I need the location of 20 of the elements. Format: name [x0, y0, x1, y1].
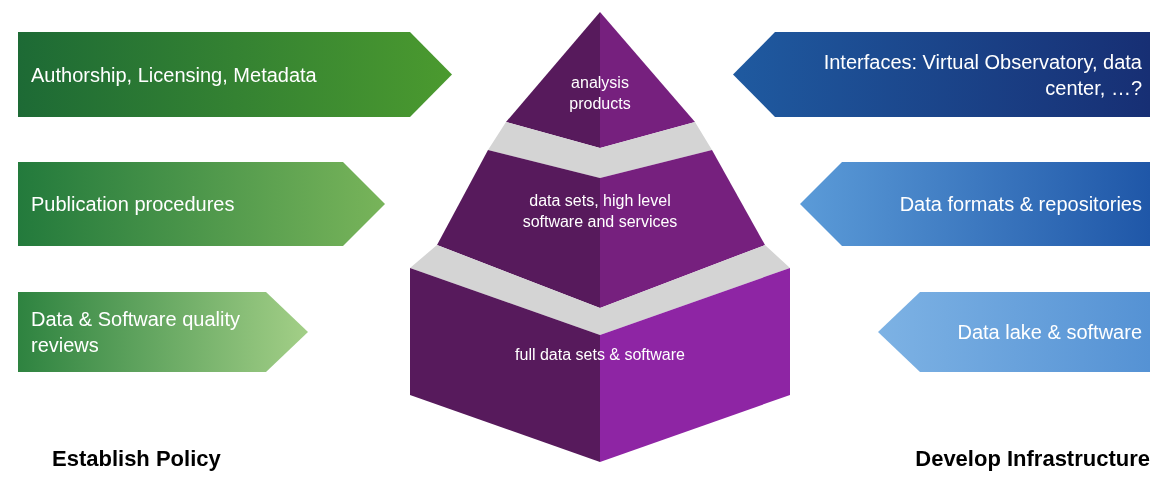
banner-text: Publication procedures	[31, 192, 235, 217]
section-heading: Develop Infrastructure	[915, 446, 1150, 472]
tier-text: analysis products	[568, 73, 632, 114]
pyramid-tier	[410, 245, 790, 462]
pyramid-tier	[437, 122, 765, 308]
arrow-banner	[18, 32, 452, 117]
banner-text: Authorship, Licensing, Metadata	[31, 62, 317, 88]
arrow-banner	[18, 292, 308, 372]
banner-text: Data formats & repositories	[899, 192, 1142, 217]
arrow-banner	[18, 162, 385, 246]
pyramid-tier	[506, 12, 695, 148]
banner-text: Data lake & software	[957, 320, 1142, 345]
section-heading: Establish Policy	[52, 446, 221, 472]
tier-text: full data sets & software	[514, 345, 686, 365]
arrow-banner	[800, 162, 1150, 246]
arrow-banner	[733, 32, 1150, 117]
tier-text: data sets, high level software and services	[521, 191, 679, 232]
banner-text: Interfaces: Virtual Observatory, data center, …?	[822, 49, 1142, 101]
arrow-banner	[878, 292, 1150, 372]
banner-text: Data & Software quality reviews	[31, 307, 241, 358]
